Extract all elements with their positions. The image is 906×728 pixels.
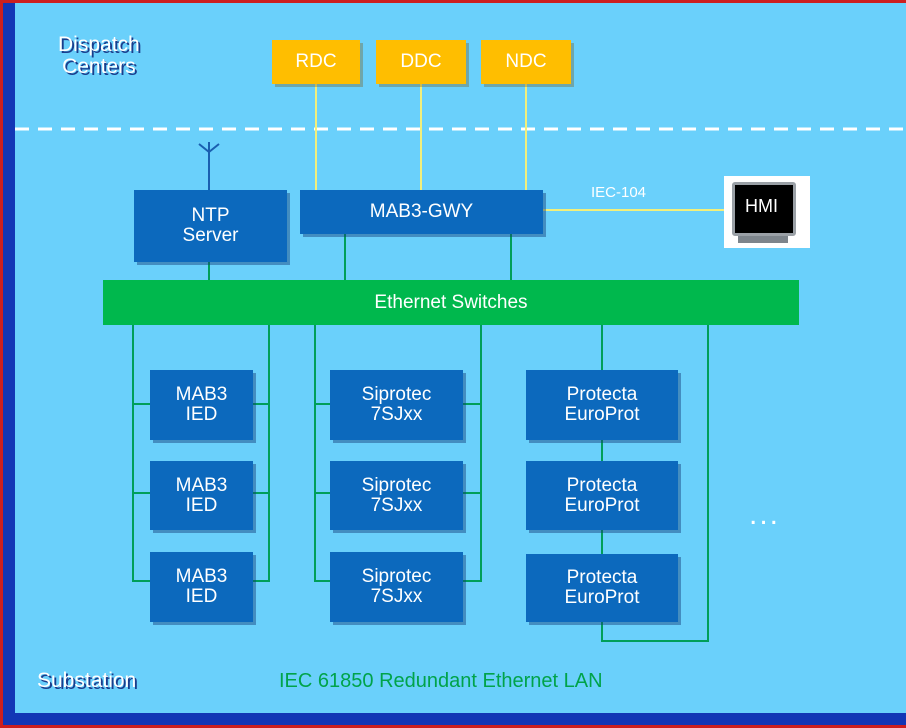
wire-col2-right bbox=[463, 325, 482, 582]
ied-node: MAB3 IED bbox=[150, 552, 253, 622]
ethernet-switches: Ethernet Switches bbox=[103, 280, 799, 325]
wire-col2-left bbox=[314, 325, 330, 582]
wire-col3-return bbox=[601, 325, 709, 642]
dispatch-centers-label: Dispatch Centers bbox=[58, 33, 140, 78]
iec-104-label: IEC-104 bbox=[591, 184, 647, 201]
rdc-node: RDC bbox=[272, 40, 360, 84]
hmi-terminal: HMI bbox=[724, 176, 810, 248]
antenna-right bbox=[208, 143, 220, 153]
monitor-icon: HMI bbox=[732, 182, 796, 236]
siprotec-node: Siprotec 7SJxx bbox=[330, 461, 463, 530]
siprotec-node: Siprotec 7SJxx bbox=[330, 552, 463, 622]
gateway-node: MAB3-GWY bbox=[300, 190, 543, 234]
ntp-server-node: NTP Server bbox=[134, 190, 287, 262]
lan-label: IEC 61850 Redundant Ethernet LAN bbox=[279, 670, 603, 692]
wire-col1-right bbox=[253, 325, 270, 582]
ndc-node: NDC bbox=[481, 40, 571, 84]
ied-node: MAB3 IED bbox=[150, 370, 253, 440]
ied-node: MAB3 IED bbox=[150, 461, 253, 530]
hmi-label: HMI bbox=[745, 196, 778, 216]
protecta-node: Protecta EuroProt bbox=[526, 370, 678, 440]
substation-label: Substation bbox=[37, 669, 137, 692]
protecta-node: Protecta EuroProt bbox=[526, 461, 678, 530]
ddc-node: DDC bbox=[376, 40, 466, 84]
antenna-left bbox=[198, 143, 210, 153]
monitor-stand-icon bbox=[738, 236, 788, 243]
siprotec-node: Siprotec 7SJxx bbox=[330, 370, 463, 440]
more-devices-ellipsis: ... bbox=[749, 498, 781, 531]
wire-col1-left bbox=[132, 325, 150, 582]
protecta-node: Protecta EuroProt bbox=[526, 554, 678, 622]
